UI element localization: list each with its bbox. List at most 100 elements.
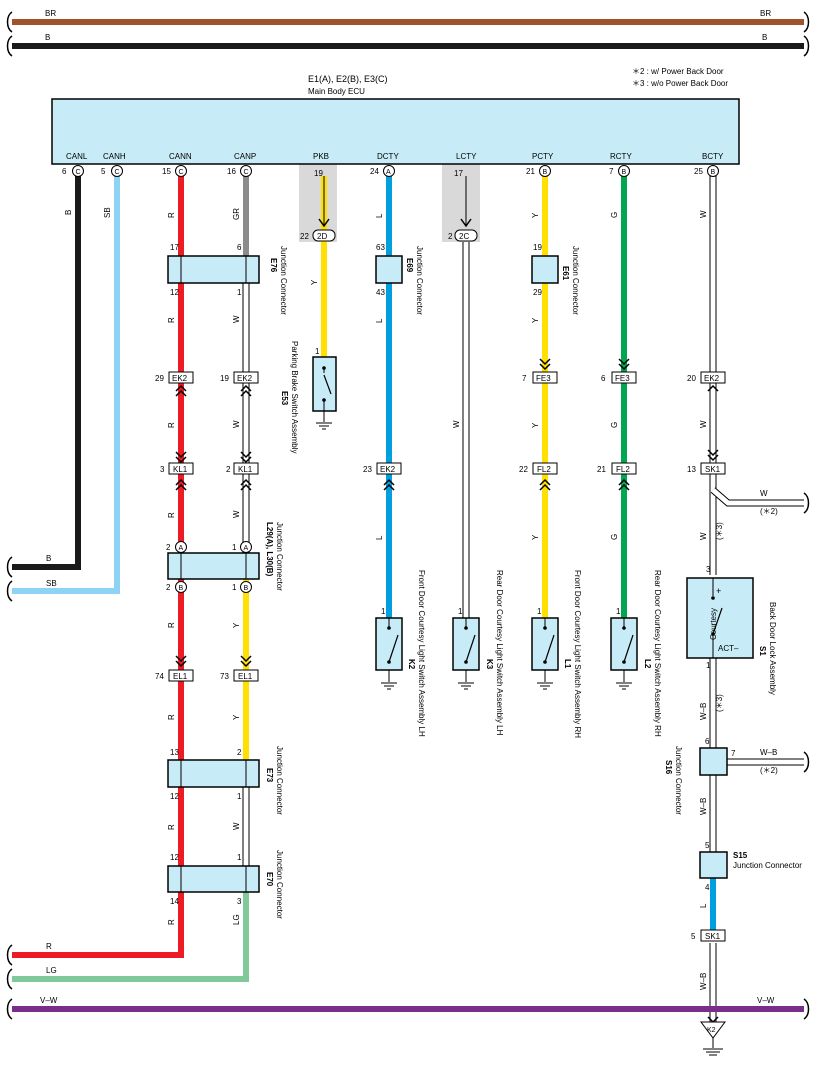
svg-text:EK2: EK2 <box>704 374 720 383</box>
note-2: ＊2 : w/ Power Back Door <box>632 67 724 76</box>
svg-text:2: 2 <box>166 543 171 552</box>
svg-text:E69: E69 <box>405 258 414 273</box>
svg-text:W: W <box>232 510 241 518</box>
svg-text:FL2: FL2 <box>616 465 630 474</box>
svg-text:6: 6 <box>62 167 67 176</box>
junction-e69: 63 43 E69 Junction Connector <box>375 243 424 315</box>
svg-text:S16: S16 <box>664 760 673 775</box>
svg-text:Y: Y <box>531 317 540 323</box>
svg-text:Front Door Courtesy Light Swit: Front Door Courtesy Light Switch Assembl… <box>417 570 426 737</box>
bus-br-label-left: BR <box>45 9 56 18</box>
svg-text:Y: Y <box>531 422 540 428</box>
wire-canp-lg <box>12 892 249 982</box>
svg-text:EK2: EK2 <box>380 465 396 474</box>
svg-text:3: 3 <box>706 565 711 574</box>
svg-text:K2: K2 <box>707 1027 716 1034</box>
svg-text:G: G <box>610 534 619 540</box>
svg-text:FE3: FE3 <box>615 374 630 383</box>
svg-text:7: 7 <box>522 374 527 383</box>
svg-text:W–B: W–B <box>699 973 708 990</box>
pin-bcty: BCTY <box>702 152 724 161</box>
svg-text:14: 14 <box>170 897 179 906</box>
bus-canh-label: SB <box>46 579 57 588</box>
svg-text:5: 5 <box>691 932 696 941</box>
svg-text:L1: L1 <box>563 659 572 669</box>
svg-text:23: 23 <box>363 465 372 474</box>
svg-text:29: 29 <box>533 288 542 297</box>
svg-text:K2: K2 <box>407 659 416 670</box>
svg-text:R: R <box>167 422 176 428</box>
svg-text:EK2: EK2 <box>237 374 253 383</box>
svg-text:Junction Connector: Junction Connector <box>279 246 288 315</box>
svg-text:19: 19 <box>533 243 542 252</box>
svg-text:SB: SB <box>103 207 112 218</box>
svg-text:W–B: W–B <box>699 703 708 720</box>
svg-text:B: B <box>622 169 627 176</box>
svg-text:21: 21 <box>526 167 535 176</box>
svg-text:R: R <box>167 824 176 830</box>
svg-text:1: 1 <box>458 607 463 616</box>
ecu-pin-connectors: C 6 C 5 C 15 C 16 19 A 24 17 B 21 B 7 B … <box>62 165 719 178</box>
wire-s16-branch <box>727 751 810 773</box>
svg-text:3: 3 <box>160 465 165 474</box>
svg-text:KL1: KL1 <box>238 465 253 474</box>
bus-vw: V–W V–W <box>6 996 810 1020</box>
svg-text:L2: L2 <box>643 659 652 669</box>
switch-k3: 1 K3 Rear Door Courtesy Light Switch Ass… <box>452 570 504 736</box>
svg-text:1: 1 <box>237 853 242 862</box>
svg-text:Courtesy: Courtesy <box>709 608 718 640</box>
lcty-connector-2c: 2C 2 <box>448 218 478 242</box>
svg-text:2D: 2D <box>317 232 327 241</box>
pkb-shade <box>299 164 337 242</box>
svg-text:G: G <box>610 422 619 428</box>
svg-text:(＊2): (＊2) <box>760 507 778 516</box>
lcty-shade <box>442 164 480 242</box>
svg-text:W: W <box>232 822 241 830</box>
svg-text:Y: Y <box>531 212 540 218</box>
connector-sk1-low: SK1 5 <box>691 929 726 942</box>
ecu-title: E1(A), E2(B), E3(C) <box>308 74 388 84</box>
wire-cann <box>12 176 184 958</box>
switch-e53: 1 E53 Parking Brake Switch Assembly <box>280 341 337 454</box>
svg-text:1: 1 <box>232 543 237 552</box>
svg-text:A: A <box>179 545 184 552</box>
svg-text:43: 43 <box>376 288 385 297</box>
wire-canh <box>12 176 120 594</box>
bus-cann-label: R <box>46 942 52 951</box>
svg-text:L29(A), L30(B): L29(A), L30(B) <box>265 522 274 577</box>
pin-canp: CANP <box>234 152 256 161</box>
svg-text:B: B <box>64 210 73 215</box>
bus-b-label-left: B <box>45 33 50 42</box>
svg-text:L: L <box>375 213 384 218</box>
svg-text:Y: Y <box>531 534 540 540</box>
svg-text:19: 19 <box>220 374 229 383</box>
connector-el1-row: EL1 74 EL1 73 <box>155 669 259 682</box>
svg-text:24: 24 <box>370 167 379 176</box>
svg-text:FL2: FL2 <box>537 465 551 474</box>
pin-lcty: LCTY <box>456 152 477 161</box>
svg-text:1: 1 <box>706 661 711 670</box>
svg-text:W–B: W–B <box>760 748 777 757</box>
svg-text:7: 7 <box>609 167 614 176</box>
junction-e70: 12 1 14 3 E70 Junction Connector <box>167 850 284 919</box>
svg-text:Parking Brake Switch Assembly: Parking Brake Switch Assembly <box>290 341 299 454</box>
pin-dcty: DCTY <box>377 152 399 161</box>
wire-sk1-branch <box>710 487 810 514</box>
svg-text:12: 12 <box>170 792 179 801</box>
svg-text:15: 15 <box>162 167 171 176</box>
svg-text:Junction Connector: Junction Connector <box>674 746 683 815</box>
svg-text:A: A <box>244 545 249 552</box>
svg-text:R: R <box>167 622 176 628</box>
wire-color-labels: B SB R GR Y L Y G W R W L Y R W W Y G W … <box>64 207 778 990</box>
pin-rcty: RCTY <box>610 152 632 161</box>
svg-text:5: 5 <box>705 841 710 850</box>
svg-text:W: W <box>452 420 461 428</box>
junction-s15: 5 4 S15 Junction Connector <box>699 841 802 892</box>
svg-text:6: 6 <box>601 374 606 383</box>
svg-text:7: 7 <box>731 749 736 758</box>
note-3: ＊3 : w/o Power Back Door <box>632 79 728 88</box>
svg-text:17: 17 <box>170 243 179 252</box>
svg-text:FE3: FE3 <box>536 374 551 383</box>
svg-text:2: 2 <box>226 465 231 474</box>
svg-text:2: 2 <box>237 748 242 757</box>
